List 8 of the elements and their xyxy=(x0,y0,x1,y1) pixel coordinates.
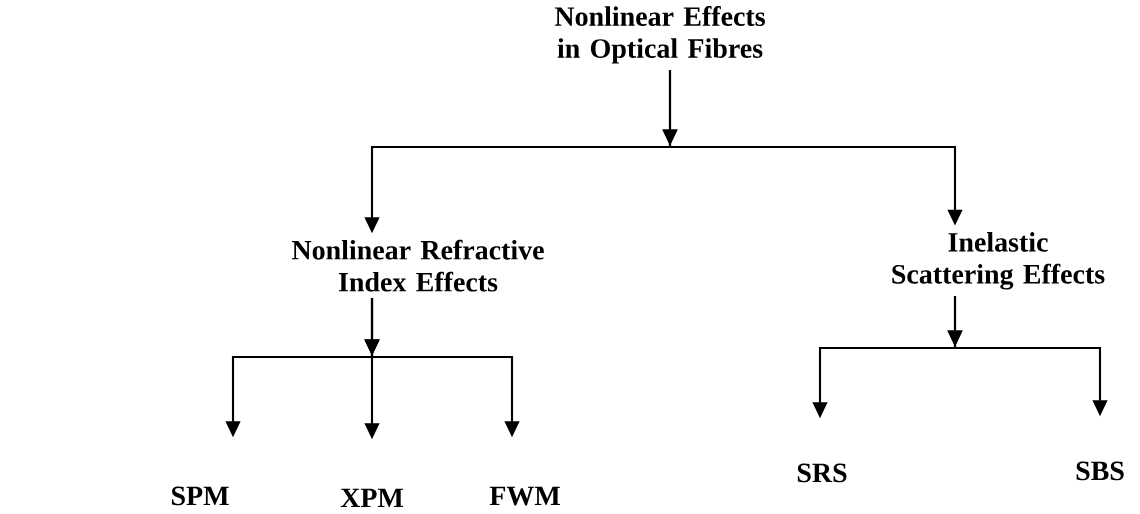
effect-label: XPM xyxy=(340,488,403,507)
effect-label: SPM xyxy=(172,486,229,506)
category-label: Inelastic Scattering Effects xyxy=(892,232,1105,290)
effect-label: SRS xyxy=(797,463,847,483)
effect-label: FWM xyxy=(489,486,560,506)
heading-text: Nonlinear Effects in Optical Fibres xyxy=(554,6,765,64)
category-label: Nonlinear Refractive Index Effects xyxy=(292,239,544,292)
effect-label: SBS xyxy=(1076,461,1124,481)
